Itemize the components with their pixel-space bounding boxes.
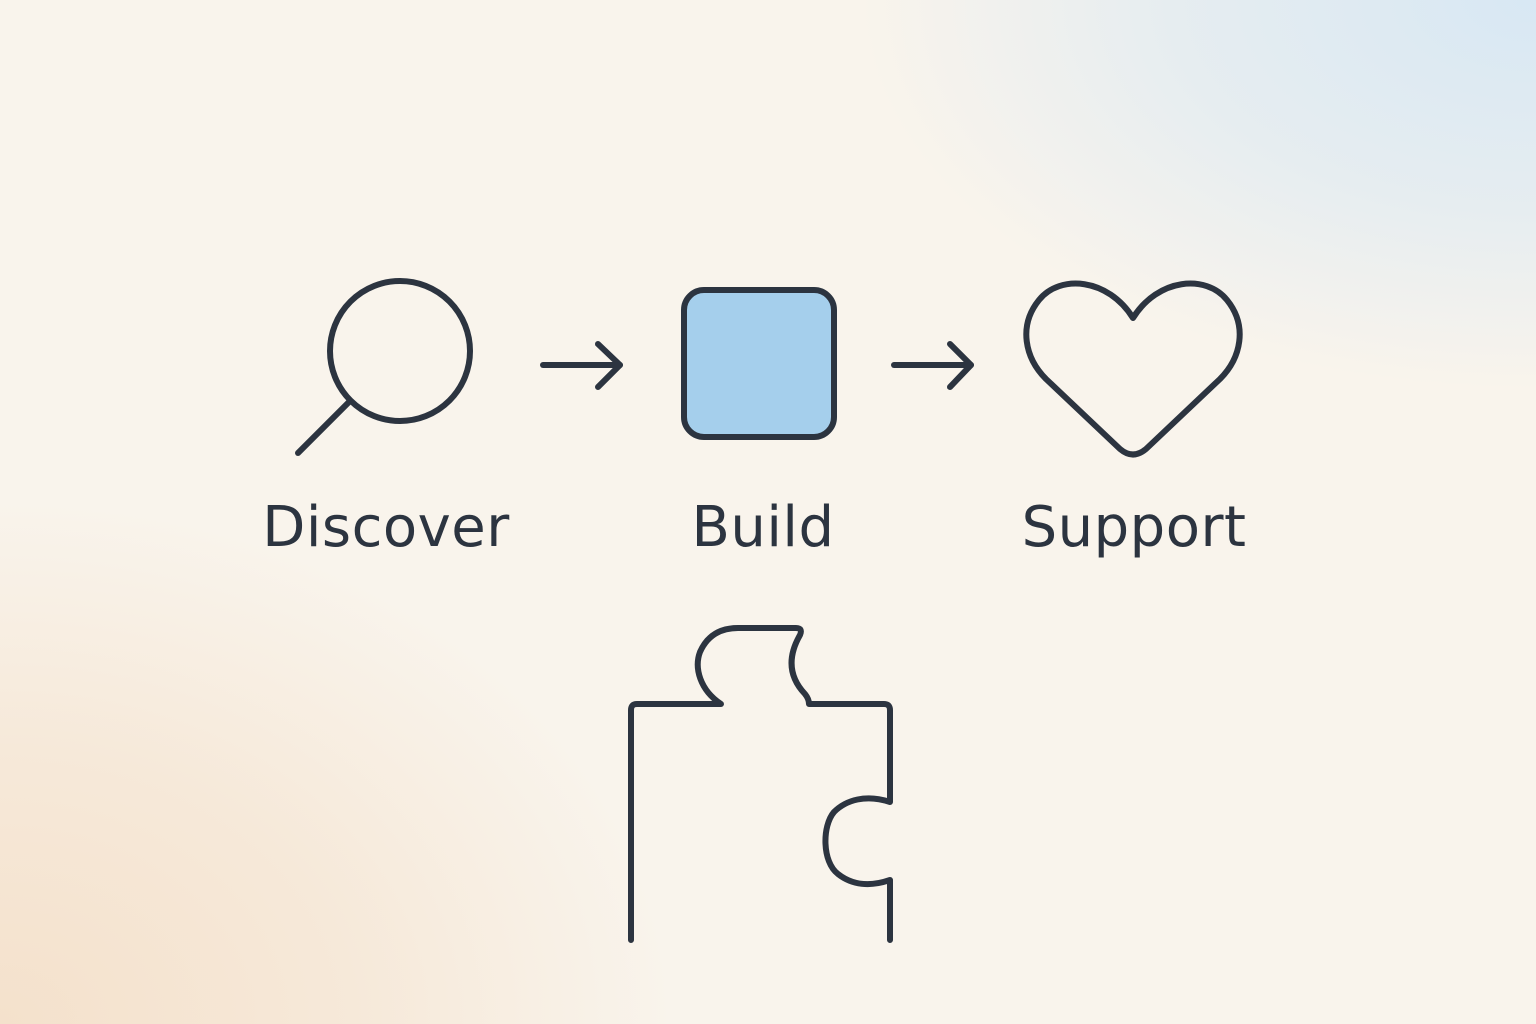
step-label-build: Build — [691, 495, 835, 560]
heart-icon — [1023, 280, 1243, 458]
arrow-right-icon — [540, 341, 623, 390]
step-label-discover: Discover — [262, 495, 510, 560]
arrow-right-icon — [891, 341, 974, 390]
magnifying-glass-icon — [295, 278, 473, 456]
square-icon — [681, 287, 837, 440]
puzzle-piece-icon — [628, 625, 893, 943]
step-label-support: Support — [1021, 495, 1247, 560]
